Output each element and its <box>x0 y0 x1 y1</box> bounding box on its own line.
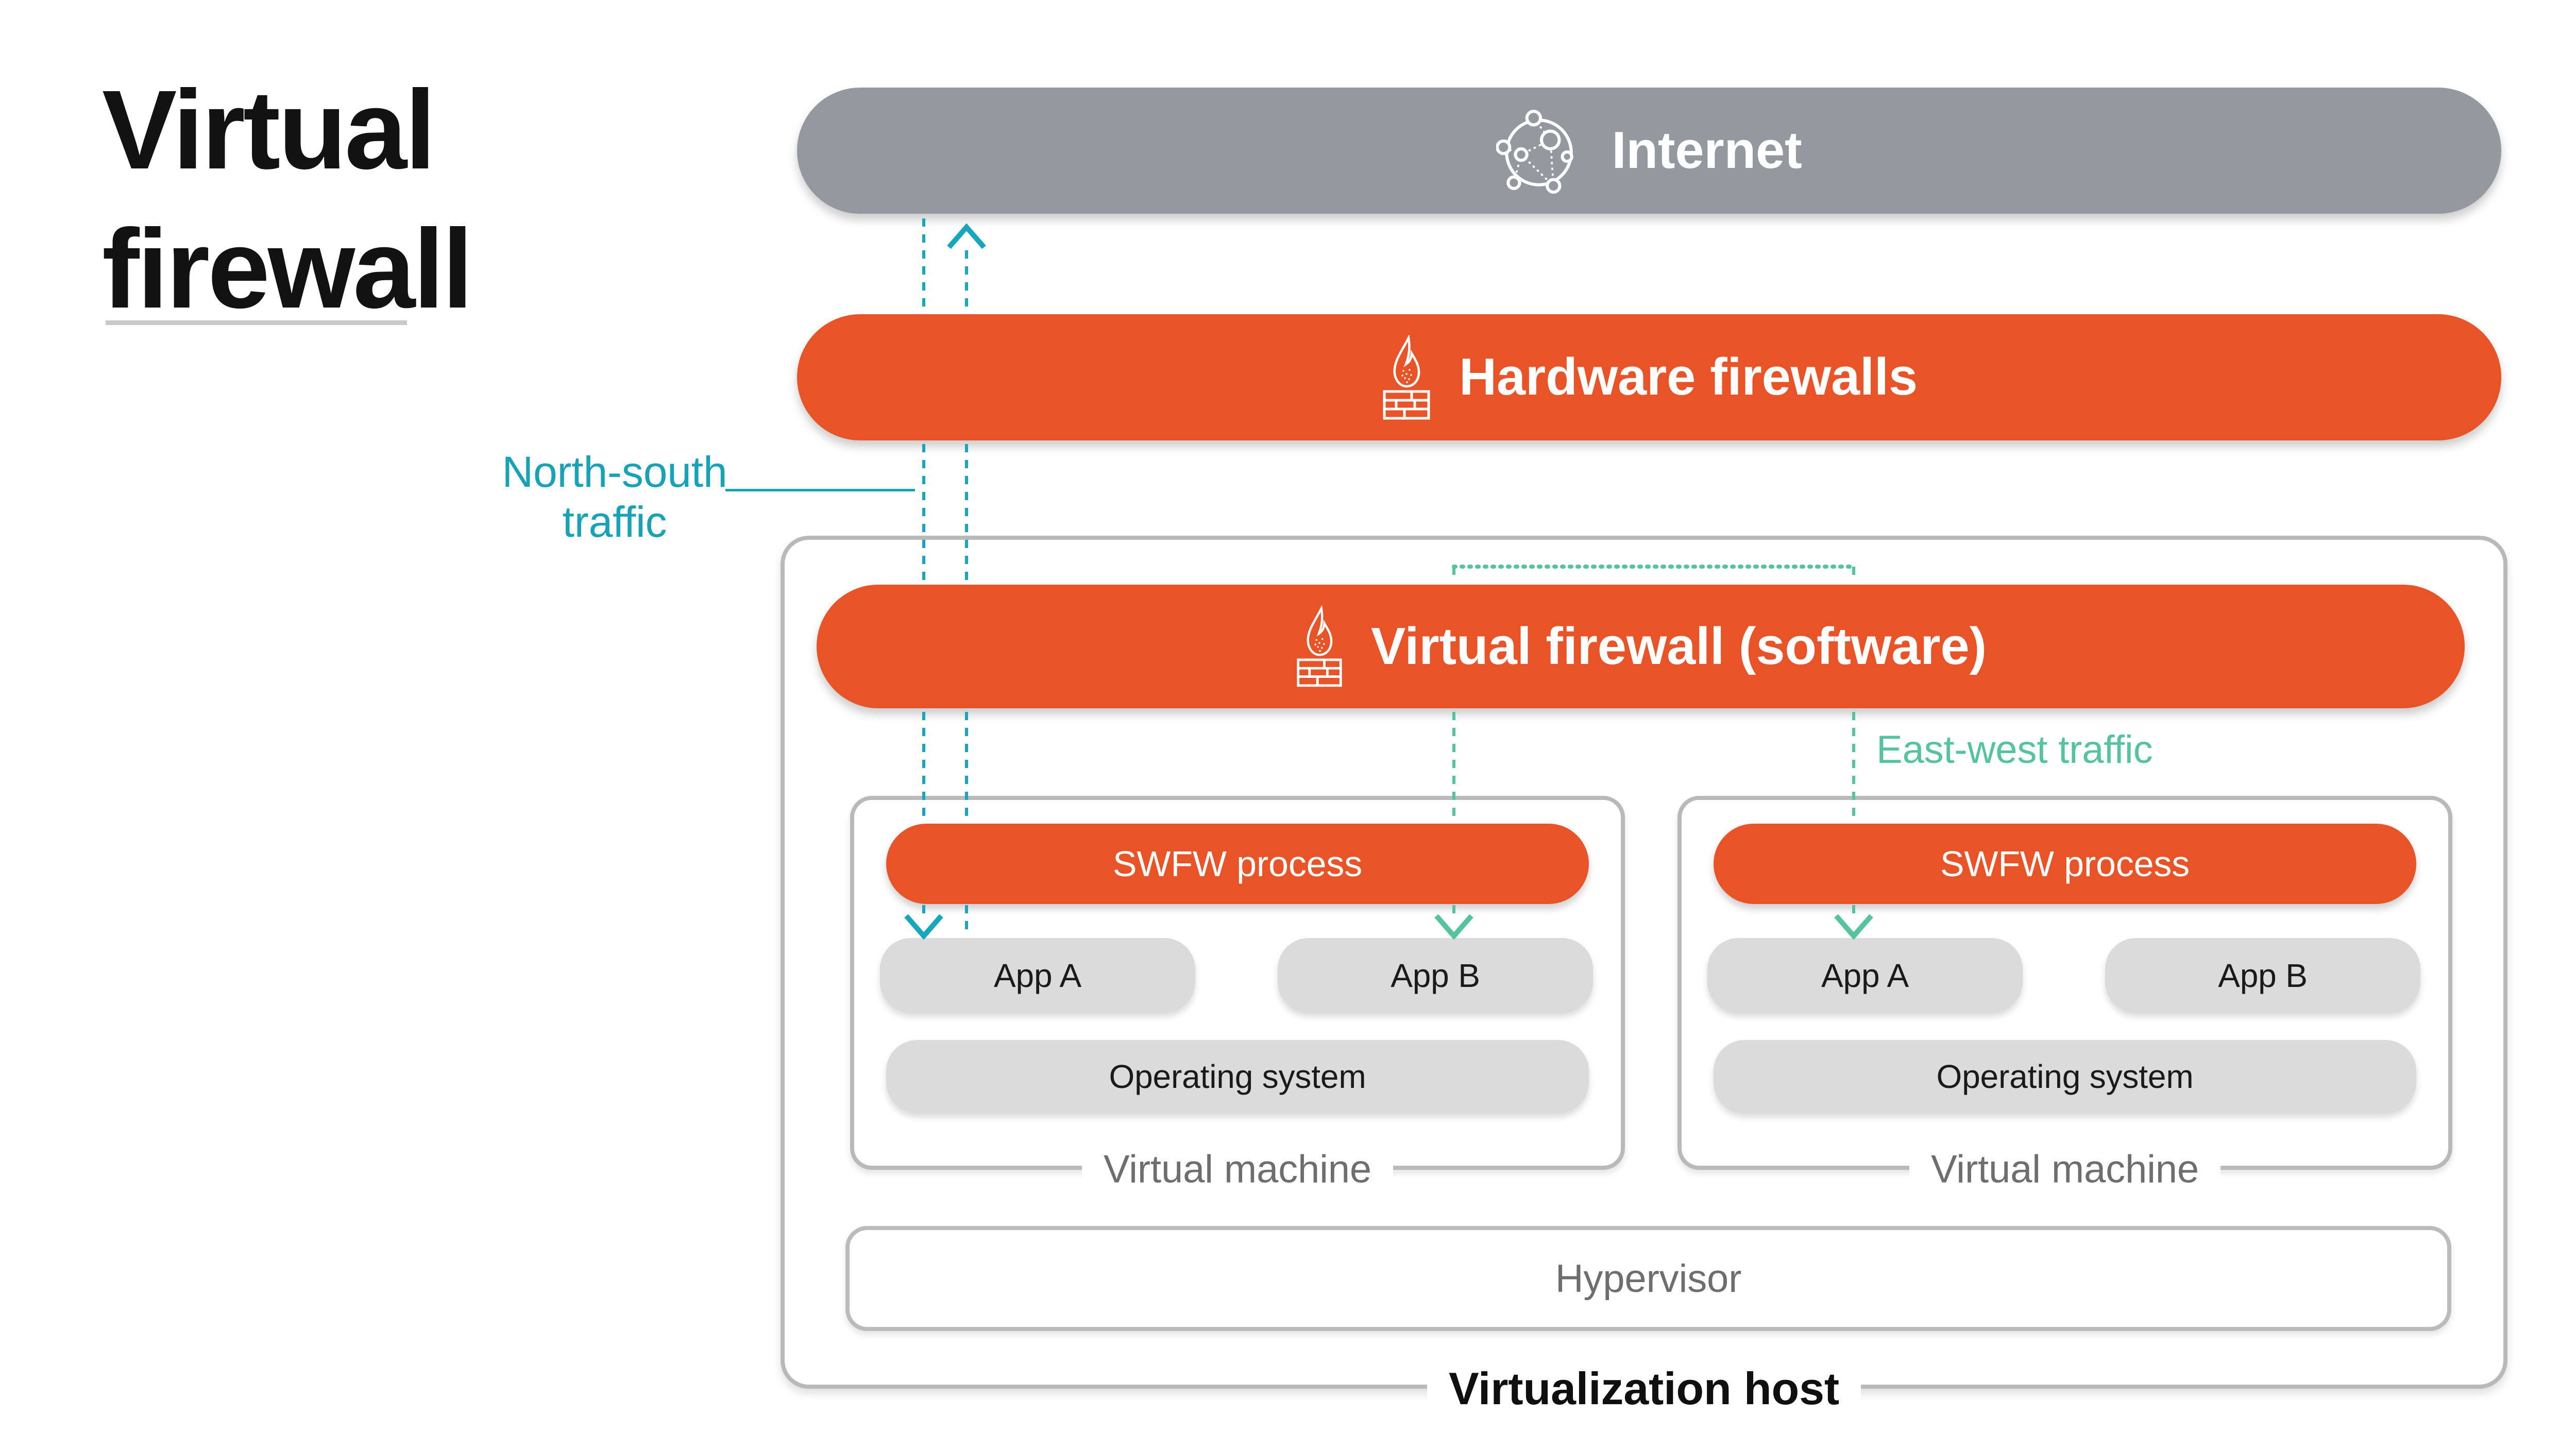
page-title: Virtual firewall <box>102 67 473 332</box>
firewall-icon <box>1383 334 1430 419</box>
swfw-process-bar: SWFW process <box>1714 824 2416 904</box>
globe-network-icon <box>1496 109 1574 194</box>
hypervisor-label: Hypervisor <box>1555 1256 1742 1301</box>
app-a-pill: App A <box>880 938 1195 1013</box>
internet-label: Internet <box>1612 122 1802 179</box>
vm-box-right: SWFW process App A App B Operating syste… <box>1677 796 2452 1192</box>
east-west-traffic-label: East-west traffic <box>1876 728 2153 772</box>
virtual-firewall-label: Virtual firewall (software) <box>1371 617 1987 675</box>
hypervisor-box: Hypervisor <box>845 1226 2451 1331</box>
title-divider <box>106 320 407 325</box>
arrow-up-icon <box>947 223 986 249</box>
virtual-firewall-bar: Virtual firewall (software) <box>817 585 2465 708</box>
north-south-connector-line <box>725 489 915 491</box>
app-a-pill: App A <box>1707 938 2023 1013</box>
app-b-pill: App B <box>2105 938 2420 1013</box>
vm-label: Virtual machine <box>1909 1147 2221 1192</box>
virtualization-host-label: Virtualization host <box>1427 1362 1861 1416</box>
hardware-firewalls-bar: Hardware firewalls <box>797 314 2501 440</box>
operating-system-bar: Operating system <box>1714 1040 2416 1113</box>
hardware-firewalls-label: Hardware firewalls <box>1459 348 1918 406</box>
operating-system-bar: Operating system <box>886 1040 1589 1113</box>
swfw-process-bar: SWFW process <box>886 824 1589 904</box>
vm-label: Virtual machine <box>1081 1147 1394 1192</box>
firewall-icon <box>1297 605 1342 687</box>
internet-bar: Internet <box>797 88 2501 214</box>
app-b-pill: App B <box>1278 938 1593 1013</box>
vm-box-left: SWFW process App A App B Operating syste… <box>850 796 1625 1192</box>
north-south-traffic-label: North-south traffic <box>502 448 727 546</box>
